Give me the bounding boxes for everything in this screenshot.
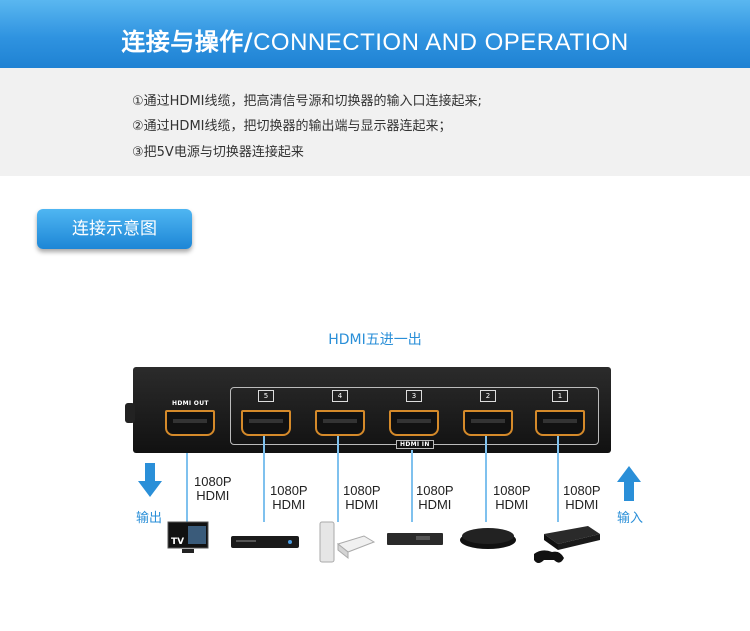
hdmi-in-label: HDMI IN: [396, 440, 434, 449]
resolution-text: 1080P: [563, 483, 601, 498]
steps-panel: ①通过HDMI线缆，把高清信号源和切换器的输入口连接起来; ②通过HDMI线缆，…: [0, 68, 750, 176]
cable-in-4: [337, 436, 339, 522]
cable-text: HDMI: [345, 497, 379, 512]
set-top-box-icon: [387, 533, 443, 545]
input-label: 输入: [617, 511, 644, 526]
cable-out: [186, 453, 188, 527]
banner-title: 连接与操作/CONNECTION AND OPERATION: [0, 22, 750, 57]
blu-ray-player-icon: [231, 536, 299, 548]
port-number-2: 2: [480, 390, 496, 402]
port-number-3: 3: [406, 390, 422, 402]
port-number-1: 1: [552, 390, 568, 402]
output-label: 输出: [136, 511, 163, 526]
step-3: ③把5V电源与切换器连接起来: [132, 145, 304, 160]
tv-text: TV: [171, 537, 185, 547]
cable-text: HDMI: [196, 488, 230, 503]
hdmi-in-port-1: [535, 410, 585, 436]
port-number-4: 4: [332, 390, 348, 402]
cable-text: HDMI: [272, 497, 306, 512]
resolution-text: 1080P: [493, 483, 531, 498]
hdmi-in-port-5: [241, 410, 291, 436]
diagram-title: HDMI五进一出: [328, 332, 422, 348]
connection-diagram-button[interactable]: 连接示意图: [37, 209, 192, 249]
hdmi-out-label: HDMI OUT: [172, 400, 209, 407]
cable-text: HDMI: [495, 497, 529, 512]
banner-title-en: CONNECTION AND OPERATION: [253, 29, 629, 56]
ps3-icon: [534, 526, 600, 563]
resolution-text: 1080P: [343, 483, 381, 498]
resolution-text: 1080P: [416, 483, 454, 498]
header-banner: 连接与操作/CONNECTION AND OPERATION: [0, 0, 750, 68]
resolution-text: 1080P: [194, 474, 232, 489]
step-2: ②通过HDMI线缆，把切换器的输出端与显示器连起来；: [132, 119, 452, 134]
hdmi-in-port-3: [389, 410, 439, 436]
resolution-text: 1080P: [270, 483, 308, 498]
cable-in-5: [263, 436, 265, 522]
media-player-icon: [460, 528, 516, 549]
arrow-up-icon: [617, 466, 641, 501]
cable-in-1: [557, 436, 559, 522]
cable-in-2: [485, 436, 487, 522]
hdmi-in-port-2: [463, 410, 513, 436]
step-1: ①通过HDMI线缆，把高清信号源和切换器的输入口连接起来;: [132, 94, 482, 109]
banner-title-cn: 连接与操作/: [121, 28, 254, 56]
tv-icon: [167, 521, 209, 553]
xbox-360-icon: [319, 521, 376, 563]
port-number-5: 5: [258, 390, 274, 402]
hdmi-out-port: [165, 410, 215, 436]
cable-in-3: [411, 450, 413, 522]
cable-text: HDMI: [565, 497, 599, 512]
device-mount-ear: [125, 403, 135, 423]
cable-text: HDMI: [418, 497, 452, 512]
arrow-down-icon: [138, 463, 162, 497]
hdmi-in-port-4: [315, 410, 365, 436]
